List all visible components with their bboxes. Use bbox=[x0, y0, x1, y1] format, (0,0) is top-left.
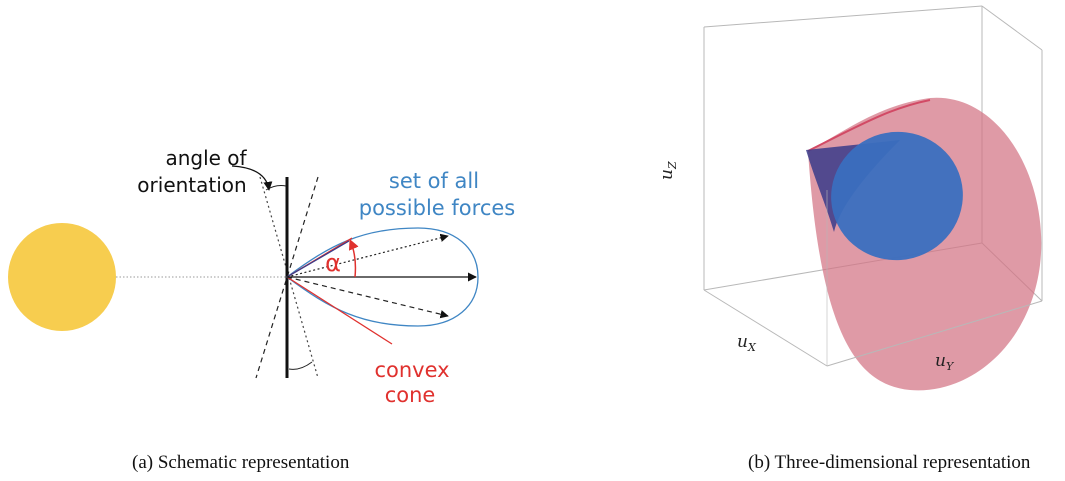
force-arrow-dashed bbox=[286, 276, 449, 319]
force-set-outline bbox=[285, 227, 479, 327]
normal-line-dashed bbox=[255, 176, 319, 379]
force-ellipse-blue bbox=[831, 131, 963, 261]
caption-panel-b: (b) Three-dimensional representation bbox=[748, 452, 1031, 473]
panel-a-schematic: angle of orientation set of all possible… bbox=[8, 146, 515, 407]
cone-edge-upper-inner bbox=[286, 240, 350, 278]
caption-panel-a: (a) Schematic representation bbox=[132, 452, 350, 473]
cone-red-edge bbox=[807, 99, 931, 152]
axis-label-uy: uY bbox=[935, 351, 955, 373]
axis-label-uz: uZ bbox=[657, 161, 679, 180]
angle-label-line2: orientation bbox=[137, 173, 246, 197]
box-front-edges bbox=[703, 50, 1043, 367]
forces-label-line1: set of all bbox=[389, 169, 479, 193]
cone-label-line2: cone bbox=[385, 383, 436, 407]
sun-icon bbox=[8, 223, 116, 331]
alpha-label: α bbox=[325, 249, 341, 277]
panel-b-3d: uZ uX uY bbox=[657, 5, 1043, 391]
cone-label-line1: convex bbox=[374, 358, 449, 382]
angle-pointer-arrow bbox=[231, 165, 273, 191]
alpha-arc bbox=[348, 239, 359, 278]
force-arrow-dotted bbox=[286, 233, 449, 278]
axis-label-ux: uX bbox=[737, 332, 757, 354]
angle-arc-bottom bbox=[288, 361, 313, 370]
forces-label-line2: possible forces bbox=[359, 196, 515, 220]
cone-edge-lower bbox=[286, 276, 393, 345]
angle-label-line1: angle of bbox=[165, 146, 247, 170]
